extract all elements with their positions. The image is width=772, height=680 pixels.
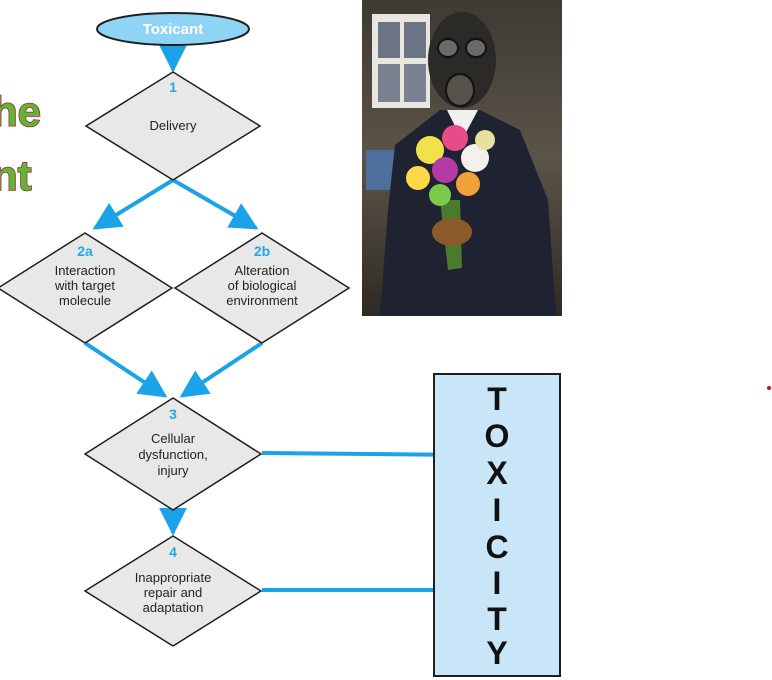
toxicity-letter-7: T bbox=[487, 601, 507, 637]
step-4-line-3: adaptation bbox=[143, 600, 204, 615]
photo-flower bbox=[475, 130, 495, 150]
photo-collar bbox=[447, 110, 478, 140]
photo-flower bbox=[406, 166, 430, 190]
flow-arrows bbox=[83, 44, 473, 604]
toxicity-letter-2: O bbox=[485, 418, 510, 454]
node-step-4: 4 Inappropriate repair and adaptation bbox=[83, 535, 263, 647]
step-1-number: 1 bbox=[169, 79, 177, 95]
photo-window-pane-2 bbox=[404, 22, 426, 58]
toxicity-box-rect bbox=[433, 373, 561, 677]
photo-mask-filter bbox=[445, 73, 475, 107]
photo-flower bbox=[432, 157, 458, 183]
node-step-2a: 2a Interaction with target molecule bbox=[0, 232, 174, 344]
gas-mask-photo bbox=[362, 0, 562, 316]
photo-gas-mask-head bbox=[428, 12, 496, 108]
step-4-line-1: Inappropriate bbox=[135, 570, 212, 585]
photo-flower bbox=[416, 136, 444, 164]
step-2b-line-3: environment bbox=[226, 293, 298, 308]
toxicity-letter-3: X bbox=[486, 455, 508, 491]
step-2a-line-2: with target bbox=[54, 278, 115, 293]
step-2b-line-1: Alteration bbox=[235, 263, 290, 278]
toxicity-letter-4: I bbox=[493, 492, 502, 528]
arrow-2b-to-3 bbox=[179, 341, 264, 398]
step-3-diamond bbox=[83, 397, 263, 511]
node-step-1: 1 Delivery bbox=[84, 71, 262, 181]
arrow-2a-to-3 bbox=[83, 341, 168, 398]
photo-flower bbox=[461, 144, 489, 172]
photo-gloved-hand bbox=[432, 218, 472, 246]
node-step-2b: 2b Alteration of biological environment bbox=[173, 232, 351, 344]
step-2a-diamond bbox=[0, 232, 174, 344]
step-2a-line-3: molecule bbox=[59, 293, 111, 308]
step-3-number: 3 bbox=[169, 406, 177, 422]
step-4-line-2: repair and bbox=[144, 585, 203, 600]
toxicity-letter-8: Y bbox=[486, 635, 507, 671]
photo-window-pane-4 bbox=[404, 64, 426, 102]
step-1-diamond bbox=[84, 71, 262, 181]
step-2a-line-1: Interaction bbox=[55, 263, 116, 278]
node-step-3: 3 Cellular dysfunction, injury bbox=[83, 397, 263, 511]
photo-mask-eyepiece-left bbox=[437, 38, 459, 58]
toxicity-letter-1: T bbox=[487, 381, 507, 417]
partial-title-line-1: he bbox=[0, 88, 41, 135]
toxicity-box: T O X I C I T Y bbox=[433, 373, 561, 677]
step-2a-number: 2a bbox=[77, 243, 93, 259]
photo-window-pane-3 bbox=[378, 64, 400, 102]
step-3-line-2: dysfunction, bbox=[138, 447, 207, 462]
step-2b-line-2: of biological bbox=[228, 278, 297, 293]
step-1-text: Delivery bbox=[150, 118, 197, 133]
photo-mask-eyepiece-right bbox=[465, 38, 487, 58]
arrow-1-to-2a bbox=[92, 178, 175, 230]
photo-bouquet bbox=[406, 125, 495, 206]
photo-flower bbox=[429, 184, 451, 206]
toxicant-label: Toxicant bbox=[143, 21, 204, 38]
step-2b-diamond bbox=[173, 232, 351, 344]
photo-window-pane bbox=[378, 22, 400, 58]
arrow-1-to-2b bbox=[171, 178, 259, 230]
toxicity-letter-5: C bbox=[485, 529, 508, 565]
step-3-line-3: injury bbox=[157, 463, 189, 478]
toxicant-oval bbox=[96, 12, 250, 46]
partial-title-line-2: nt bbox=[0, 152, 32, 199]
partial-title: he nt y bbox=[0, 87, 42, 272]
step-4-number: 4 bbox=[169, 544, 177, 560]
step-3-line-1: Cellular bbox=[151, 431, 196, 446]
step-4-diamond bbox=[83, 535, 263, 647]
step-2b-number: 2b bbox=[254, 243, 270, 259]
photo-flower bbox=[442, 125, 468, 151]
node-toxicant: Toxicant bbox=[96, 12, 250, 46]
accent-dot bbox=[767, 386, 771, 390]
photo-flower bbox=[456, 172, 480, 196]
toxicity-letter-6: I bbox=[493, 565, 502, 601]
